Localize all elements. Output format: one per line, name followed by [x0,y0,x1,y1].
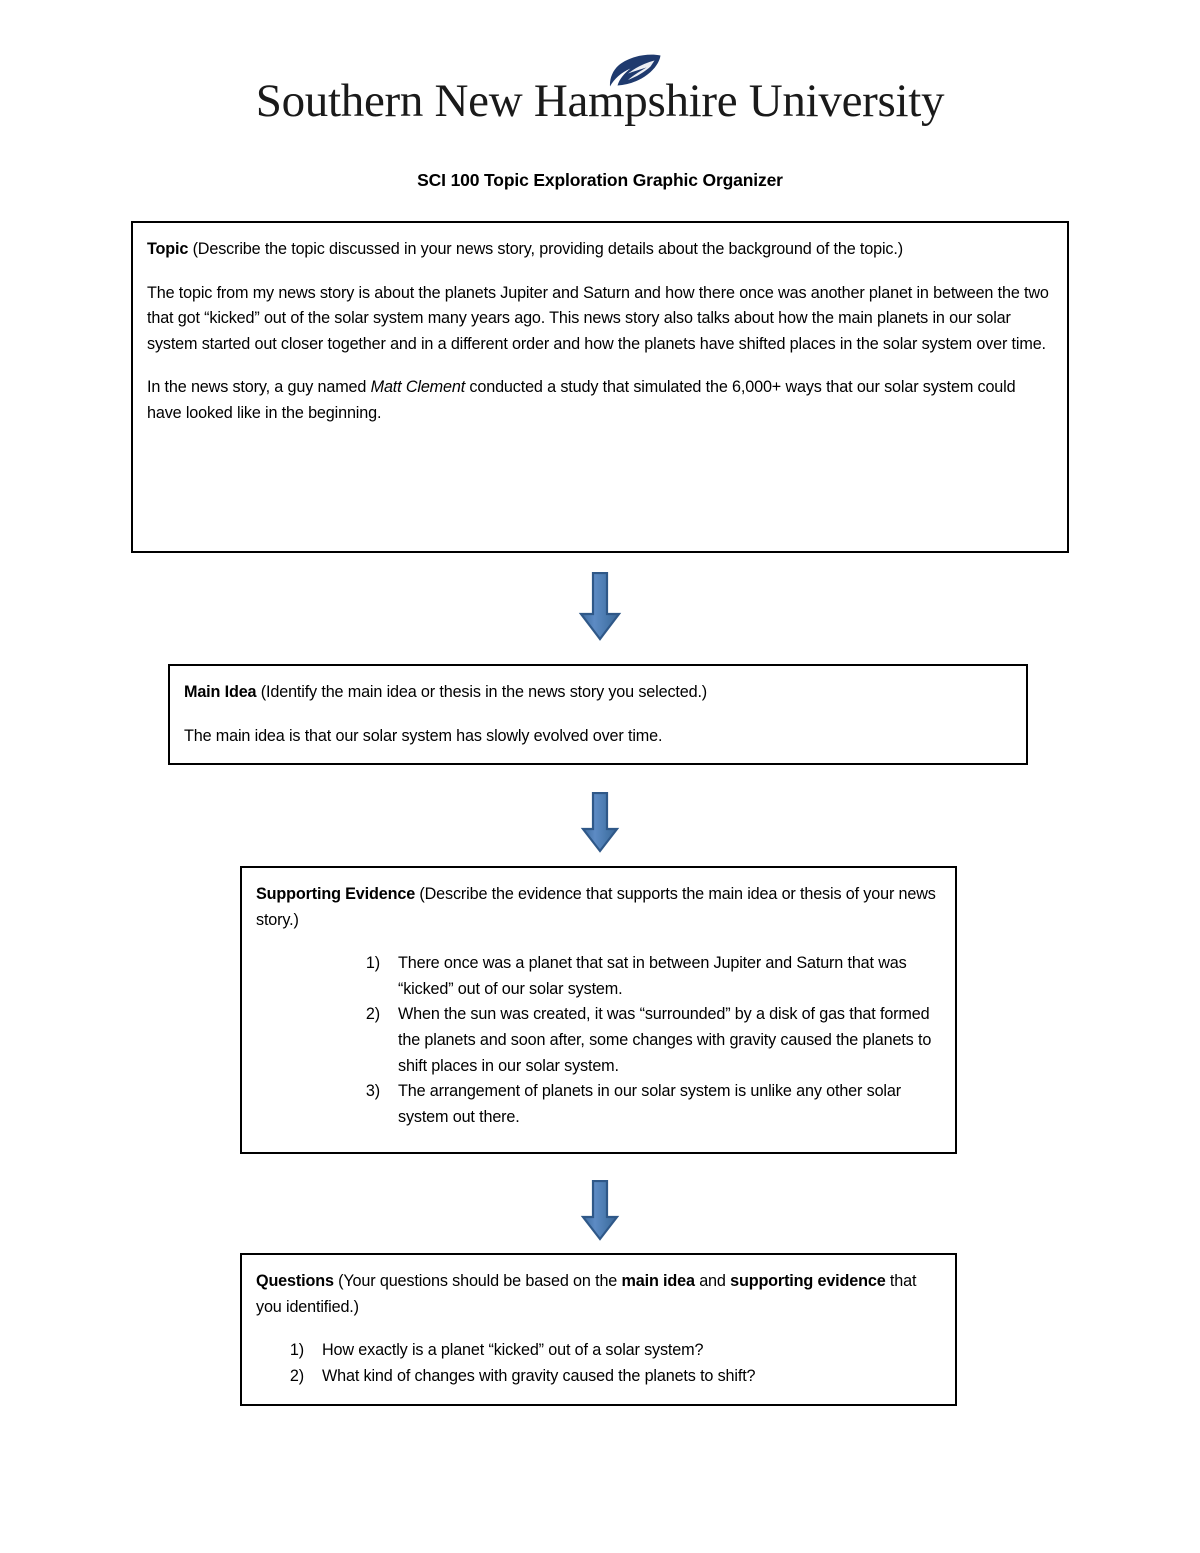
main-idea-body: The main idea is that our solar system h… [184,726,663,745]
topic-box: Topic (Describe the topic discussed in y… [131,221,1069,553]
feather-icon [608,54,662,88]
university-wordmark: Southern New Hampshire University [255,75,945,127]
list-item-number: 2) [365,1005,380,1024]
page-title: SCI 100 Topic Exploration Graphic Organi… [417,170,783,190]
list-item: 3) The arrangement of planets in our sol… [360,1079,939,1130]
questions-heading-part-2: and [694,1272,731,1290]
supporting-evidence-list: 1) There once was a planet that sat in b… [360,951,939,1130]
list-item-text: How exactly is a planet “kicked” out of … [322,1341,704,1360]
questions-heading-label: Questions [256,1272,334,1290]
arrow-evidence-to-questions-icon [580,1179,620,1242]
list-item-number: 2) [289,1366,304,1385]
topic-heading: Topic (Describe the topic discussed in y… [147,237,1051,263]
topic-paragraph-1: The topic from my news story is about th… [147,283,1049,353]
questions-box: Questions (Your questions should be base… [240,1253,957,1406]
topic-paragraph-2-post: conducted a study that simulated the 6,0… [147,378,1016,422]
main-idea-heading: Main Idea (Identify the main idea or the… [184,680,1010,706]
list-item-number: 1) [289,1341,304,1360]
supporting-evidence-heading: Supporting Evidence (Describe the eviden… [256,882,939,933]
university-logo: Southern New Hampshire University [0,54,1200,127]
topic-heading-label: Topic [147,240,189,258]
questions-heading-part-3: that you identified.) [256,1272,917,1316]
list-item: 2) When the sun was created, it was “sur… [360,1002,939,1079]
list-item: 1) There once was a planet that sat in b… [360,951,939,1002]
questions-heading: Questions (Your questions should be base… [256,1269,939,1320]
list-item-number: 1) [365,954,380,973]
list-item: 1) How exactly is a planet “kicked” out … [284,1338,939,1364]
list-item-text: The arrangement of planets in our solar … [398,1082,901,1126]
arrow-topic-to-main-idea-icon [578,571,622,642]
supporting-evidence-heading-label: Supporting Evidence [256,885,416,903]
main-idea-heading-instruction: (Identify the main idea or thesis in the… [256,683,708,701]
list-item: 2) What kind of changes with gravity cau… [284,1364,939,1390]
questions-heading-emphasis-supporting-evidence: supporting evidence [730,1272,886,1290]
list-item-text: What kind of changes with gravity caused… [322,1366,756,1385]
topic-paragraph-2: In the news story, a guy named Matt Clem… [147,375,1051,426]
questions-heading-emphasis-main-idea: main idea [621,1272,695,1290]
supporting-evidence-heading-instruction: (Describe the evidence that supports the… [256,885,936,929]
topic-paragraph-2-pre: In the news story, a guy named [147,378,371,397]
main-idea-heading-label: Main Idea [184,683,257,701]
arrow-main-idea-to-evidence-icon [580,791,620,854]
researcher-name: Matt Clement [370,378,466,397]
topic-heading-instruction: (Describe the topic discussed in your ne… [188,240,904,258]
supporting-evidence-box: Supporting Evidence (Describe the eviden… [240,866,957,1154]
list-item-number: 3) [365,1082,380,1101]
questions-heading-part-1: (Your questions should be based on the [333,1272,622,1290]
list-item-text: When the sun was created, it was “surrou… [398,1005,932,1075]
questions-list: 1) How exactly is a planet “kicked” out … [284,1338,939,1389]
main-idea-box: Main Idea (Identify the main idea or the… [168,664,1028,765]
list-item-text: There once was a planet that sat in betw… [398,954,907,998]
